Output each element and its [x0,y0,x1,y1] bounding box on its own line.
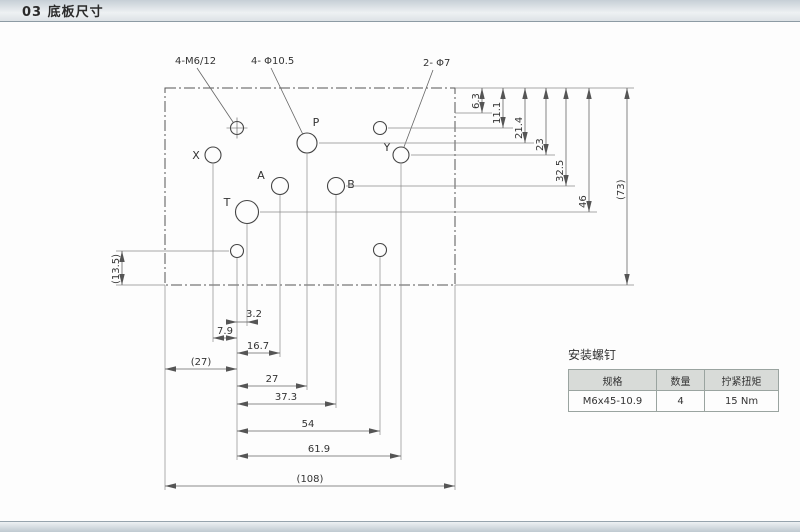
screw-col-spec: 规格 [568,369,657,391]
dim-bottom-108: (108) [297,474,324,485]
screw-qty-value: 4 [656,390,705,412]
right-dimensions: 6.3 11.1 21.4 23 32.5 46 (73) [471,88,630,285]
port-x-label: X [192,149,200,162]
port-p-label: P [313,116,320,129]
mounting-screw-section: 安装螺钉 规格 数量 拧紧扭矩 M6x45-10.9 4 15 Nm [568,346,779,412]
dim-bottom-27p: (27) [191,357,212,368]
hole-callouts: 4-M6/12 4- Φ10.5 2- Φ7 [175,56,450,148]
callout-d105-leader [270,67,304,135]
right-extension-lines [260,87,634,286]
dim-bottom-54: 54 [302,419,315,430]
dim-right-6-3: 6.3 [471,93,482,109]
port-x-hole [204,146,222,164]
dim-bottom-37-3: 37.3 [275,392,297,403]
port-a-hole [270,176,290,196]
page-title: 03 底板尺寸 [22,5,104,20]
screw-spec-value: M6x45-10.9 [568,390,657,412]
port-y-label: Y [383,141,391,154]
callout-d7-leader [403,69,434,148]
dim-bottom-27: 27 [266,374,279,385]
mount-hole-bottom-right [372,242,388,258]
port-b-hole [326,176,346,196]
bottom-dimensions: 3.2 7.9 16.7 (27) 27 37.3 54 61.9 (108) [165,309,455,489]
screw-table-header-row: 规格 数量 拧紧扭矩 [568,369,779,391]
screw-table-data-row: M6x45-10.9 4 15 Nm [568,390,779,412]
callout-m6-leader [196,67,234,123]
left-dimension: (13.5) [111,250,229,286]
callout-m6-label: 4-M6/12 [175,56,216,67]
mount-hole-bottom-left [229,243,245,259]
dim-bottom-3-2: 3.2 [246,309,262,320]
dim-right-23: 23 [535,138,546,151]
screw-table: 规格 数量 拧紧扭矩 M6x45-10.9 4 15 Nm [568,369,779,412]
dim-right-46: 46 [578,195,589,208]
screw-col-torque: 拧紧扭矩 [704,369,779,391]
port-t-hole [234,199,260,225]
callout-d7-label: 2- Φ7 [423,58,450,69]
port-y-hole [392,146,410,164]
page-header: 03 底板尺寸 [0,0,800,22]
port-b-label: B [347,178,355,191]
callout-d105-label: 4- Φ10.5 [251,56,294,67]
screw-torque-value: 15 Nm [704,390,779,412]
dim-right-21-4: 21.4 [514,117,525,139]
dim-bottom-16-7: 16.7 [247,341,269,352]
dim-right-73: (73) [616,179,627,200]
dim-right-32-5: 32.5 [555,160,566,182]
port-a-label: A [257,169,265,182]
plate-outline [164,87,456,286]
dim-right-11-1: 11.1 [492,102,503,124]
page-footer-bar [0,521,800,532]
mount-hole-top-right [372,120,388,136]
screw-col-qty: 数量 [656,369,705,391]
screw-table-title: 安装螺钉 [568,348,617,362]
port-p-hole [296,132,318,154]
port-labels: X P Y A B T [192,116,390,209]
port-t-label: T [223,196,231,209]
dim-bottom-7-9: 7.9 [217,326,233,337]
bottom-extension-lines [164,153,456,490]
dim-bottom-61-9: 61.9 [308,444,330,455]
dim-left-13-5: (13.5) [111,254,122,284]
